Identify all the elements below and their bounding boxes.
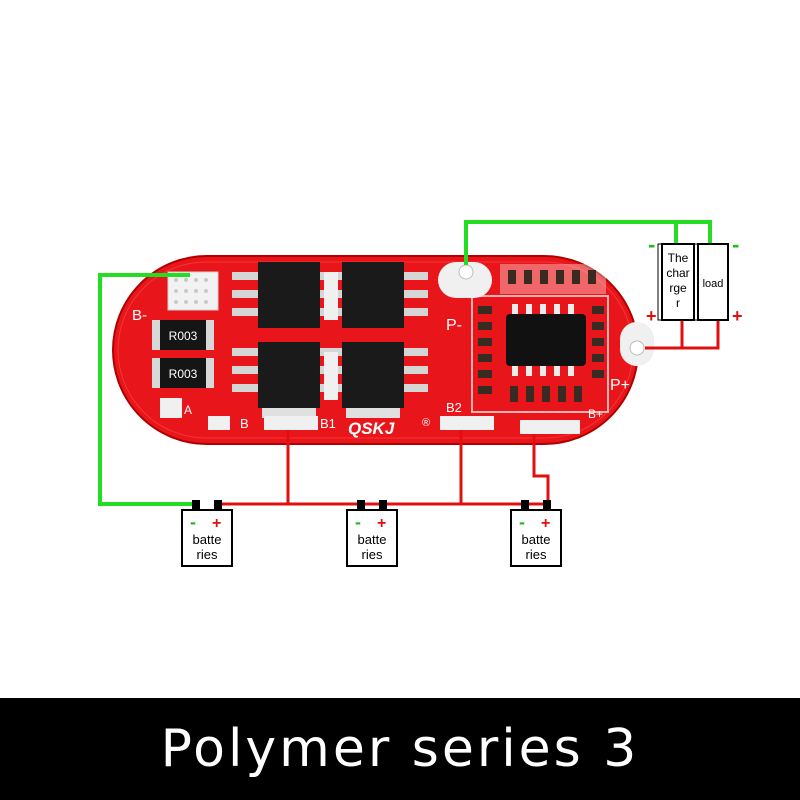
load-label: load xyxy=(703,278,724,290)
battery-1-minus: - xyxy=(190,512,196,532)
bms-wiring-diagram: R003 R003 xyxy=(98,220,743,567)
battery-2: - + batte ries xyxy=(346,500,398,567)
p-minus-pad xyxy=(438,262,492,298)
caption-text: Polymer series 3 xyxy=(160,719,640,779)
charger-label-2: char xyxy=(666,266,689,280)
brand-logo: QSKJ xyxy=(348,419,395,438)
pad-label-p-plus: P+ xyxy=(610,377,630,394)
a-pad xyxy=(160,398,182,418)
battery-2-label-2: ries xyxy=(362,547,383,562)
pad-label-b2: B2 xyxy=(446,400,462,415)
battery-3-label-2: ries xyxy=(526,547,547,562)
bottom-pads xyxy=(208,416,580,434)
caption-banner: Polymer series 3 xyxy=(0,698,800,800)
p-plus-pad xyxy=(620,322,654,366)
resistor-bottom: R003 xyxy=(152,358,214,388)
battery-3-label-1: batte xyxy=(522,532,551,547)
charger-label-4: r xyxy=(676,296,680,310)
battery-1-plus: + xyxy=(212,515,221,532)
resistor-top: R003 xyxy=(152,320,214,350)
charger-label-1: The xyxy=(668,251,689,265)
pad-label-b-plus: B+ xyxy=(588,407,603,421)
charger-minus-sign: - xyxy=(648,232,655,257)
load-box: load xyxy=(697,243,729,321)
resistor-top-label: R003 xyxy=(169,329,198,343)
control-ic-area xyxy=(471,264,609,413)
battery-2-label-1: batte xyxy=(358,532,387,547)
pad-label-b1: B1 xyxy=(320,416,336,431)
battery-1-label-2: ries xyxy=(197,547,218,562)
mosfet-chips xyxy=(232,262,428,418)
battery-2-minus: - xyxy=(355,512,361,532)
resistor-bottom-label: R003 xyxy=(169,367,198,381)
load-minus-sign: - xyxy=(732,232,739,257)
load-plus-sign: + xyxy=(732,306,743,326)
registered-mark: ® xyxy=(422,417,430,429)
battery-1: - + batte ries xyxy=(181,500,233,567)
pad-label-b: B xyxy=(240,416,249,431)
charger-plus-sign: + xyxy=(646,306,657,326)
pad-label-p-minus: P- xyxy=(446,317,462,334)
pad-label-b-top: B- xyxy=(132,307,147,324)
battery-3: - + batte ries xyxy=(510,500,562,567)
battery-2-plus: + xyxy=(377,515,386,532)
pad-label-a: A xyxy=(184,403,192,417)
battery-3-minus: - xyxy=(519,512,525,532)
battery-1-label-1: batte xyxy=(193,532,222,547)
charger-label-3: rge xyxy=(669,281,687,295)
green-wires xyxy=(98,220,712,506)
charger-box: The char rge r xyxy=(657,243,699,321)
balance-pad-grid xyxy=(167,271,219,311)
battery-3-plus: + xyxy=(541,515,550,532)
